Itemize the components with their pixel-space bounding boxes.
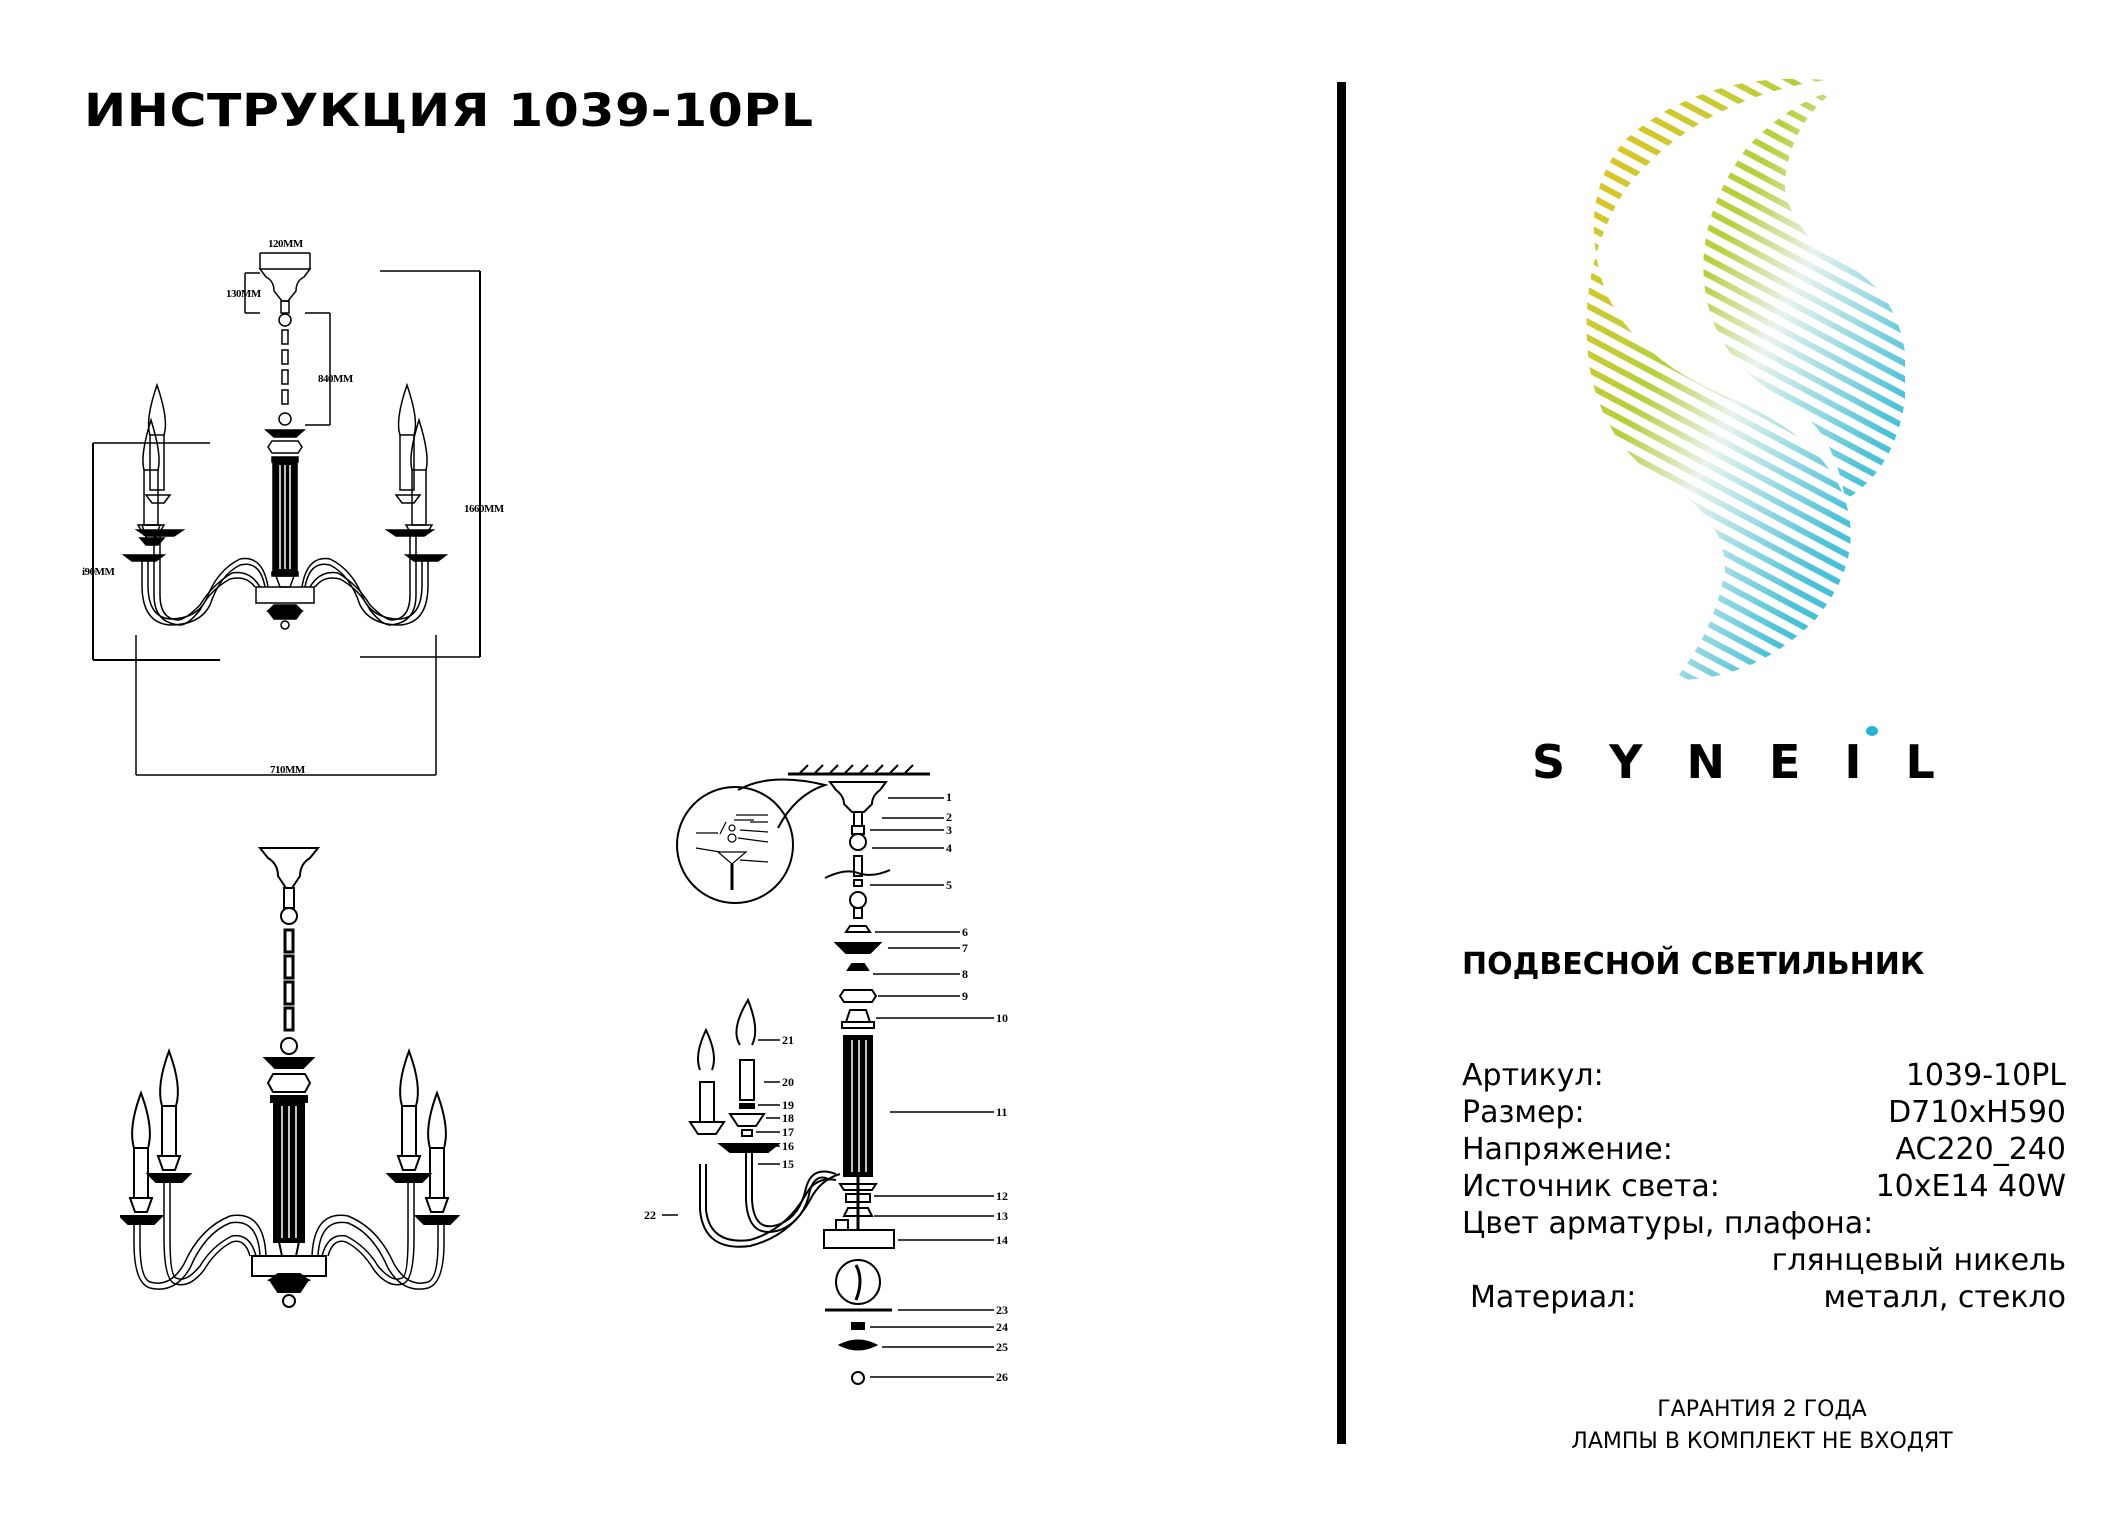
- part-label-15: 15: [782, 1157, 794, 1171]
- spec-value: AC220_240: [1895, 1132, 2066, 1167]
- spec-label: Материал:: [1470, 1280, 1637, 1315]
- spec-value: 1039-10PL: [1905, 1058, 2066, 1093]
- dimension-total-height: 1660MM: [464, 503, 504, 515]
- spec-label: Источник света:: [1462, 1169, 1720, 1204]
- part-label-21: 21: [782, 1033, 794, 1047]
- dimension-drawing: 120MM 130MM 840MM 1660MM i90MM 710MM: [60, 225, 540, 795]
- part-label-11: 11: [996, 1105, 1008, 1119]
- chandelier-icon: [117, 847, 461, 1308]
- spec-row-color: Цвет арматуры, плафона:: [1462, 1205, 2066, 1242]
- dimension-canopy-height: 130MM: [226, 288, 261, 300]
- part-label-19: 19: [782, 1098, 794, 1112]
- spec-value: глянцевый никель: [1771, 1243, 2066, 1278]
- brand-logo: [1585, 70, 1905, 700]
- syneil-s-logo-icon: [1585, 70, 1905, 700]
- part-label-3: 3: [946, 823, 952, 837]
- spec-row-voltage: Напряжение: AC220_240: [1462, 1131, 2066, 1168]
- part-label-23: 23: [996, 1303, 1008, 1317]
- spec-row-light-source: Источник света: 10xE14 40W: [1462, 1168, 2066, 1205]
- footer-notes: ГАРАНТИЯ 2 ГОДА ЛАМПЫ В КОМПЛЕКТ НЕ ВХОД…: [1462, 1394, 2062, 1458]
- dimension-diameter: 710MM: [270, 764, 305, 776]
- lamps-note: ЛАМПЫ В КОМПЛЕКТ НЕ ВХОДЯТ: [1571, 1429, 1953, 1454]
- part-label-9: 9: [962, 989, 968, 1003]
- assembled-view: [117, 838, 461, 1318]
- part-label-2: 2: [946, 810, 952, 824]
- page-divider: [1337, 82, 1346, 1444]
- part-label-14: 14: [996, 1233, 1008, 1247]
- spec-label: Цвет арматуры, плафона:: [1462, 1206, 1874, 1241]
- dimension-canopy-width: 120MM: [268, 238, 303, 250]
- part-label-6: 6: [962, 925, 968, 939]
- part-label-25: 25: [996, 1340, 1008, 1354]
- spec-row-size: Размер: D710xH590: [1462, 1094, 2066, 1131]
- part-label-20: 20: [782, 1075, 794, 1089]
- part-label-13: 13: [996, 1209, 1008, 1223]
- warranty-note: ГАРАНТИЯ 2 ГОДА: [1657, 1397, 1867, 1422]
- part-label-5: 5: [946, 878, 952, 892]
- part-label-4: 4: [946, 841, 952, 855]
- dimension-body-height: i90MM: [82, 566, 115, 578]
- spec-label: Напряжение:: [1462, 1132, 1673, 1167]
- dimension-chain-length: 840MM: [318, 373, 353, 385]
- spec-table: Артикул: 1039-10PL Размер: D710xH590 Нап…: [1462, 1057, 2066, 1316]
- spec-label: Артикул:: [1462, 1058, 1604, 1093]
- spec-value: D710xH590: [1888, 1095, 2066, 1130]
- spec-value: металл, стекло: [1823, 1280, 2066, 1315]
- part-label-1: 1: [946, 790, 952, 804]
- brand-name: SYNEIL: [1532, 735, 1979, 789]
- exploded-parts-icon: [662, 764, 994, 1385]
- exploded-diagram: 1 2 3 4 5 6 7 8 9 10 11 12 13 14 15 16 1…: [644, 760, 1080, 1420]
- document-title: ИНСТРУКЦИЯ 1039-10PL: [84, 84, 814, 137]
- spec-value: 10xE14 40W: [1875, 1169, 2066, 1204]
- product-type: ПОДВЕСНОЙ СВЕТИЛЬНИК: [1462, 947, 1925, 982]
- part-label-18: 18: [782, 1111, 794, 1125]
- part-label-8: 8: [962, 967, 968, 981]
- part-label-26: 26: [996, 1370, 1008, 1384]
- brand-dot-icon: [1866, 726, 1878, 736]
- part-label-17: 17: [782, 1125, 794, 1139]
- part-label-16: 16: [782, 1139, 794, 1153]
- chandelier-dimension-icon: [92, 252, 481, 776]
- part-label-10: 10: [996, 1011, 1008, 1025]
- part-label-7: 7: [962, 941, 968, 955]
- spec-row-article: Артикул: 1039-10PL: [1462, 1057, 2066, 1094]
- part-label-22: 22: [644, 1208, 656, 1222]
- spec-row-color-value: глянцевый никель: [1462, 1242, 2066, 1279]
- part-label-24: 24: [996, 1320, 1008, 1334]
- part-label-12: 12: [996, 1189, 1008, 1203]
- spec-label: Размер:: [1462, 1095, 1585, 1130]
- spec-row-material: Материал: металл, стекло: [1462, 1279, 2066, 1316]
